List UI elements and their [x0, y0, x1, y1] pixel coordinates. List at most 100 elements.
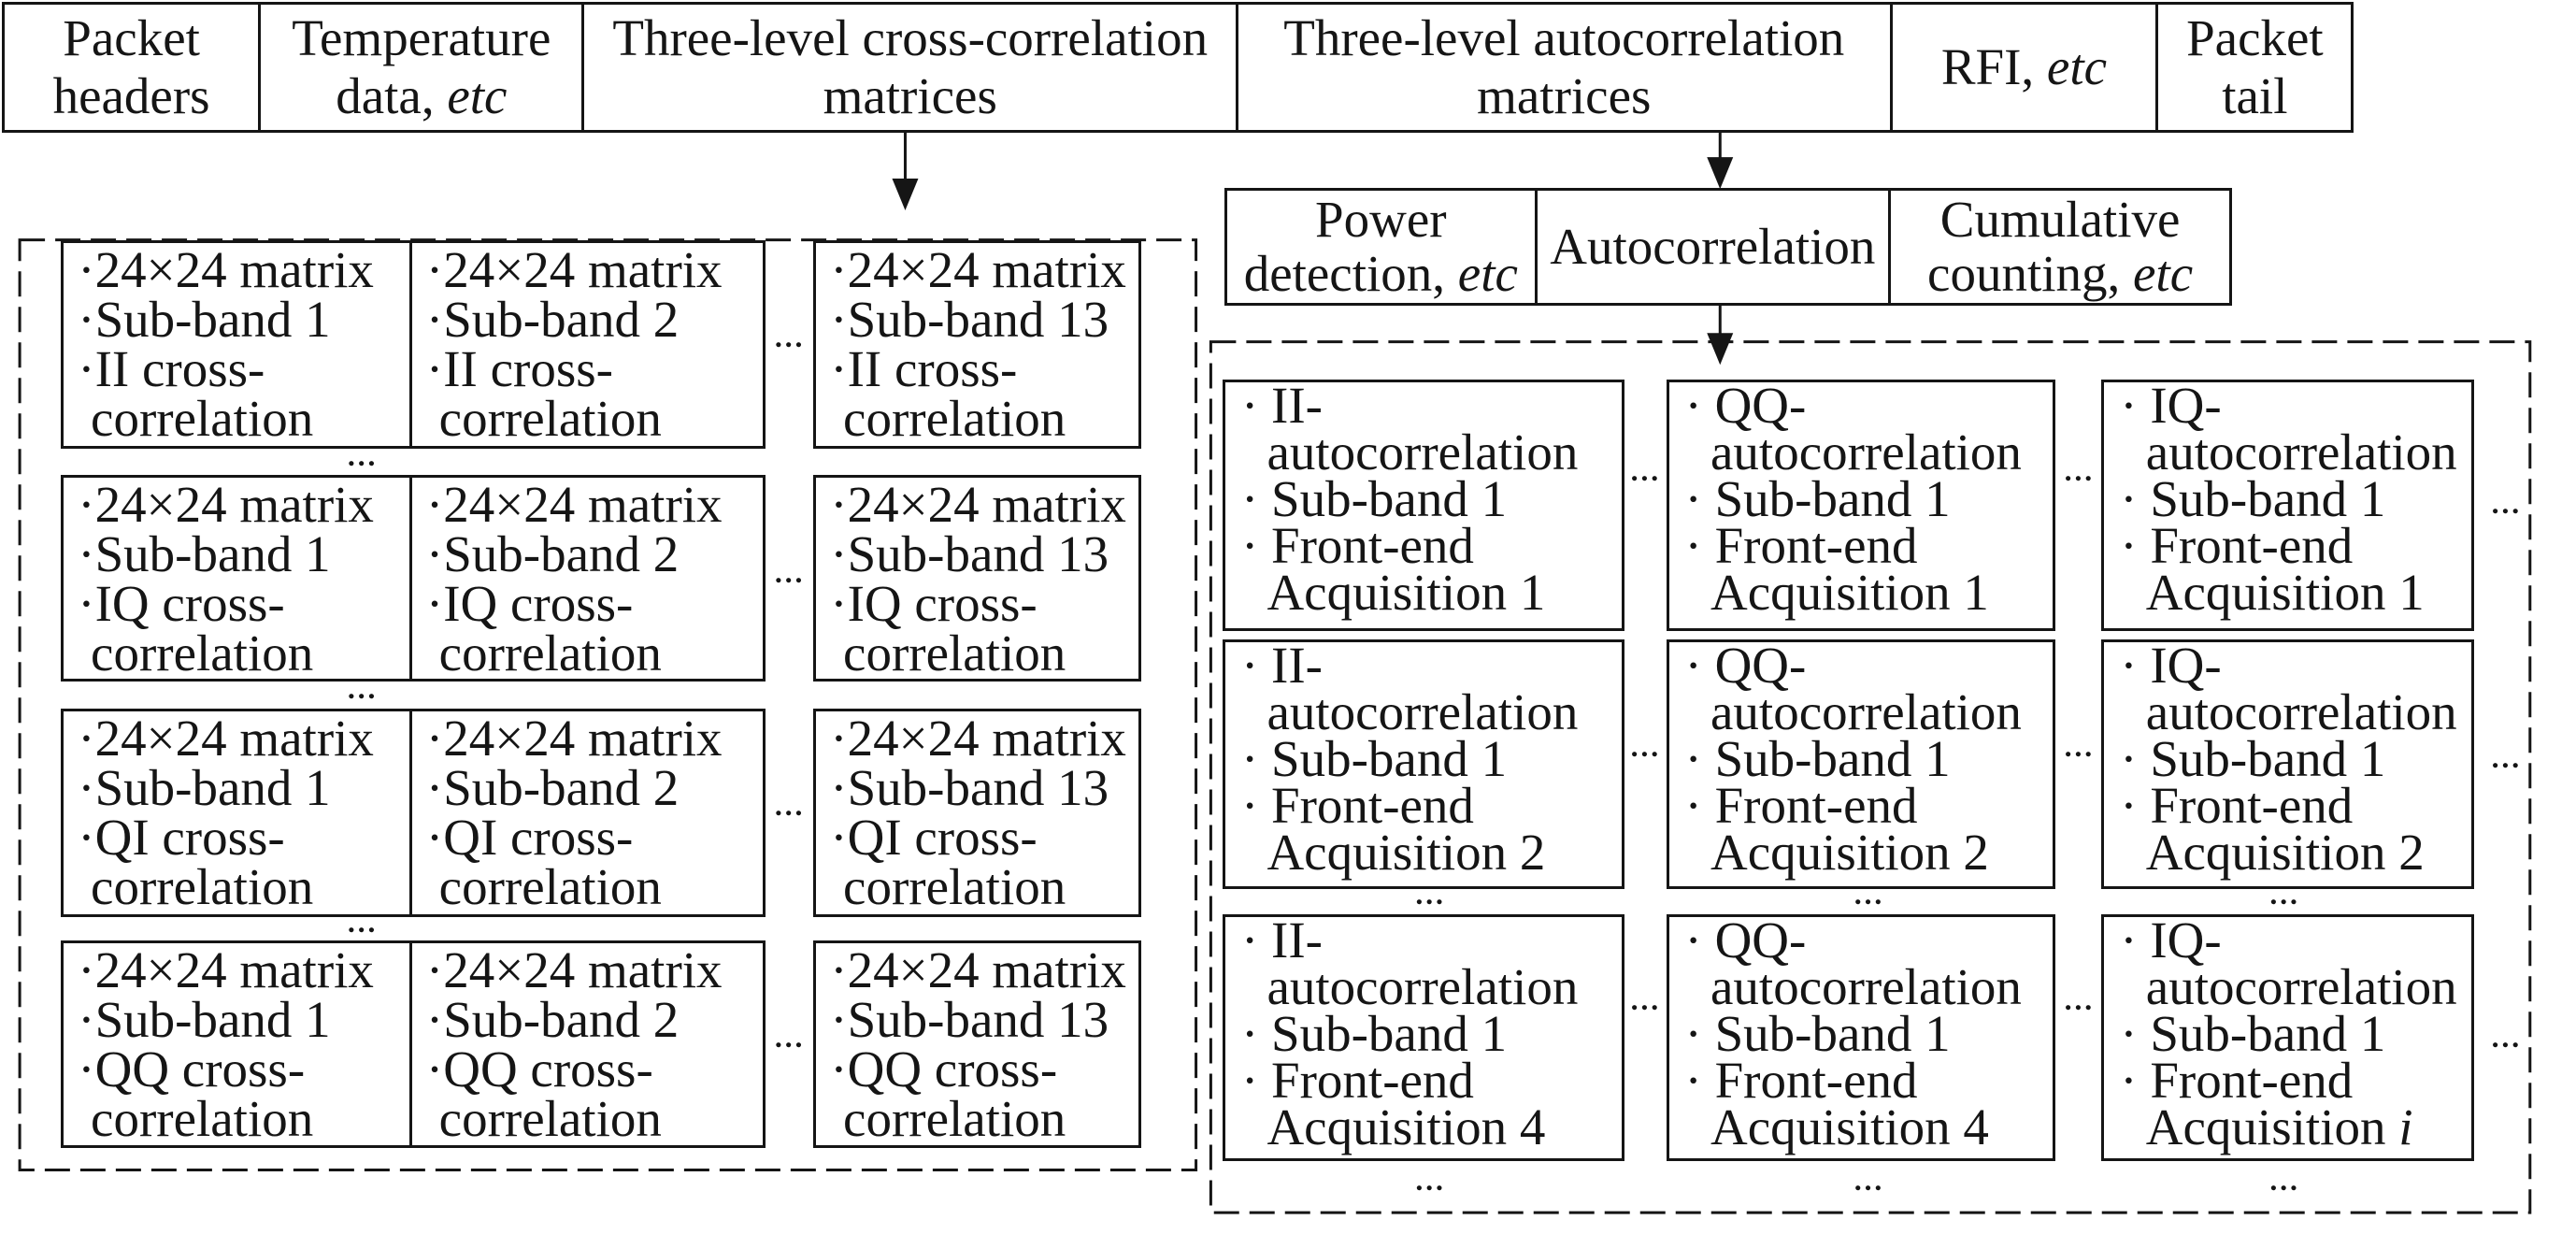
ellipsis-mark: … — [2490, 1020, 2521, 1055]
box-text-line: Acquisition 1 — [1710, 564, 1989, 622]
box-text-line: · IQ- — [2120, 636, 2222, 694]
box-text-line: · Sub-band 1 — [2120, 470, 2386, 528]
box-text-line: autocorrelation — [2145, 957, 2457, 1015]
box-text-line: · Sub-band 1 — [1240, 729, 1508, 787]
box-text-line: ·Sub-band 1 — [78, 525, 331, 583]
box-text-line: correlation — [438, 1089, 662, 1147]
cross-correlation-matrix-box: ·24×24 matrix·Sub-band 1·QI cross-correl… — [61, 708, 412, 917]
ellipsis-mark: … — [346, 671, 377, 706]
box-text-line: autocorrelation — [1267, 682, 1579, 740]
autocorrelation-matrix-box: · IQ-autocorrelation· Sub-band 1· Front-… — [2101, 377, 2474, 631]
box-text-line: ·Sub-band 1 — [78, 290, 331, 348]
cross-correlation-matrix-box: ·24×24 matrix·Sub-band 13·QI cross-corre… — [813, 708, 1142, 917]
box-text-line: ·24×24 matrix — [830, 940, 1126, 998]
box-text-line: tail — [2222, 67, 2288, 125]
ellipsis-mark: … — [2063, 728, 2094, 763]
box-text-line: · Front-end — [2120, 1051, 2354, 1109]
autocorrelation-matrix-box: · IQ-autocorrelation· Sub-band 1· Front-… — [2101, 913, 2474, 1162]
box-text-line: Acquisition 2 — [2145, 823, 2425, 881]
box-text-line: ·24×24 matrix — [425, 709, 723, 767]
ellipsis-mark: … — [2490, 485, 2521, 520]
box-text-line: · Sub-band 1 — [1240, 1004, 1508, 1062]
box-text-line: Acquisition 2 — [1267, 823, 1546, 881]
line-italic-text: etc — [2133, 244, 2194, 302]
box-text-line: Acquisition i — [2120, 1101, 2470, 1153]
box-text-line: ·QI cross- — [830, 808, 1038, 866]
box-text-line: correlation — [438, 624, 662, 682]
cross-correlation-matrix-box: ·24×24 matrix·Sub-band 2·QI cross-correl… — [408, 708, 766, 917]
box-text-line: ·IQ cross- — [830, 575, 1038, 633]
box-text-line: correlation — [843, 389, 1066, 447]
box-text-line: ·QI cross- — [425, 808, 634, 866]
box-text-line: Three-level autocorrelation — [1283, 9, 1845, 67]
box-text-line: Temperature — [292, 9, 551, 67]
autocorrelation-matrix-box: · II-autocorrelation· Sub-band 1· Front-… — [1222, 377, 1625, 631]
autocorrelation-matrix-box: · QQ-autocorrelation· Sub-band 1· Front-… — [1666, 380, 2055, 631]
box-text-line: correlation — [91, 389, 314, 447]
cross-correlation-matrix-box: ·24×24 matrix·Sub-band 1·IQ cross-correl… — [61, 475, 412, 682]
box-text-line: matrices — [823, 67, 997, 125]
box-text-line: · Front-end — [1684, 776, 1918, 834]
box-text-line: ·24×24 matrix — [830, 240, 1126, 298]
box-text-line: ·24×24 matrix — [425, 240, 723, 298]
ellipsis-mark: … — [2268, 1162, 2299, 1197]
box-text-line: correlation — [843, 857, 1066, 915]
box-text-line: ·II cross- — [425, 339, 613, 397]
box-text-line: · II- — [1240, 377, 1323, 435]
autocorrelation-matrix-box: · II-autocorrelation· Sub-band 1· Front-… — [1222, 639, 1625, 889]
autocorrelation-matrix-box: · II-autocorrelation· Sub-band 1· Front-… — [1222, 913, 1625, 1162]
box-text-line: · QQ- — [1684, 636, 1807, 694]
box-text-line: ·QQ cross- — [830, 1040, 1058, 1098]
ellipsis-mark: … — [346, 905, 377, 940]
box-text-line: Acquisition 1 — [1267, 564, 1546, 622]
box-text-line: ·QQ cross- — [425, 1040, 653, 1098]
ellipsis-mark: … — [773, 1020, 804, 1055]
line-italic-text: etc — [2046, 38, 2108, 96]
ellipsis-mark: … — [773, 788, 804, 823]
line-text: Acquisition — [2145, 1098, 2399, 1155]
box-text-line: autocorrelation — [2145, 682, 2457, 740]
rfi-field: RFI, etc — [1889, 2, 2159, 134]
box-text-line: autocorrelation — [1267, 957, 1579, 1015]
cross-correlation-matrix-box: ·24×24 matrix·Sub-band 2·II cross-correl… — [408, 239, 766, 449]
box-text-line: ·II cross- — [830, 339, 1018, 397]
box-text-line: · Front-end — [1240, 776, 1474, 834]
box-text-line: correlation — [91, 857, 314, 915]
box-text-line: autocorrelation — [2145, 423, 2457, 481]
ellipsis-mark: … — [2063, 452, 2094, 487]
box-text-line: · Sub-band 1 — [1240, 470, 1508, 528]
box-text-line: ·24×24 matrix — [78, 940, 374, 998]
cross-correlation-matrix-box: ·24×24 matrix·Sub-band 13·IQ cross-corre… — [813, 475, 1142, 682]
box-text-line: correlation — [438, 389, 662, 447]
box-text-line: · Front-end — [1684, 1051, 1918, 1109]
box-text-line: correlation — [843, 1089, 1066, 1147]
box-text-line: autocorrelation — [1710, 957, 2022, 1015]
box-text-line: · IQ- — [2120, 377, 2222, 435]
ellipsis-mark: … — [2490, 740, 2521, 775]
box-text-line: ·24×24 matrix — [78, 240, 374, 298]
box-text-line: Power — [1315, 190, 1447, 248]
box-text-line: · Front-end — [2120, 517, 2354, 575]
box-text-line: ·Sub-band 2 — [425, 525, 680, 583]
line-text: RFI, — [1940, 38, 2047, 96]
box-text-line: ·QI cross- — [78, 808, 285, 866]
box-text-line: Packet — [63, 9, 200, 67]
box-text-line: matrices — [1477, 67, 1652, 125]
box-text-line: Packet — [2186, 9, 2324, 67]
box-text-line: ·Sub-band 13 — [830, 758, 1109, 816]
ellipsis-mark: … — [773, 320, 804, 354]
box-text-line: data, etc — [336, 67, 507, 125]
box-text-line: · Front-end — [1684, 517, 1918, 575]
cross-correlation-group-border — [18, 238, 1198, 1171]
ellipsis-mark: … — [2063, 982, 2094, 1016]
box-text-line: ·IQ cross- — [425, 575, 634, 633]
box-text-line: · Front-end — [1240, 517, 1474, 575]
box-text-line: headers — [52, 67, 210, 125]
autocorrelation-matrix-box: · QQ-autocorrelation· Sub-band 1· Front-… — [1666, 913, 2055, 1162]
box-text-line: ·Sub-band 2 — [425, 990, 680, 1048]
